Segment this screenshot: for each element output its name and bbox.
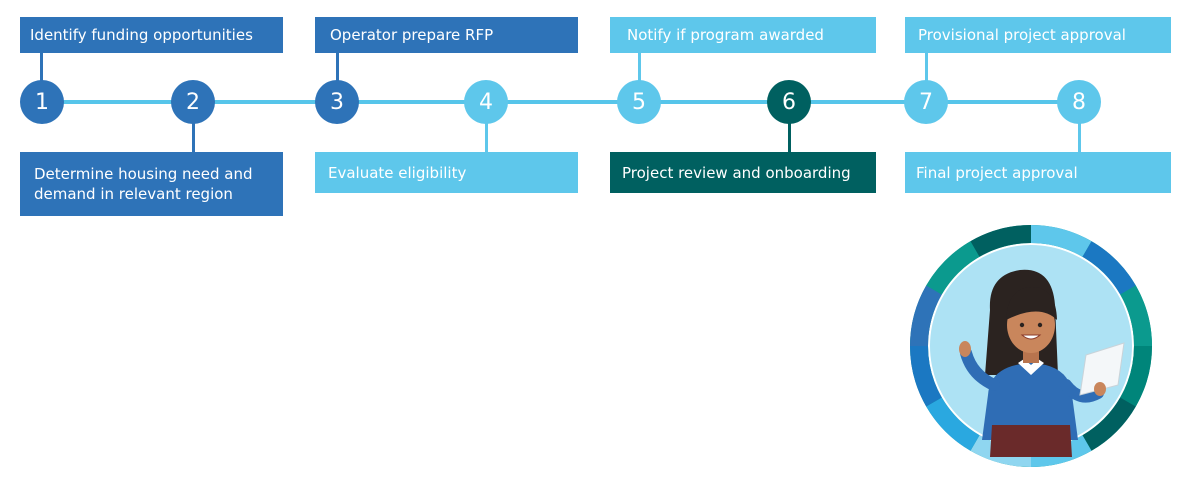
step-4-label: Evaluate eligibility [328,163,467,182]
step-2-circle: 2 [171,80,215,124]
step-3-number: 3 [330,89,344,115]
step-3-label: Operator prepare RFP [330,26,494,44]
step-7-label: Provisional project approval [918,26,1126,44]
step-1-label: Identify funding opportunities [30,26,253,44]
step-1-connector [40,53,43,83]
step-7-number: 7 [919,89,933,115]
step-3-connector [336,53,339,83]
step-1-circle: 1 [20,80,64,124]
step-7-box: Provisional project approval [905,17,1171,53]
step-5-box: Notify if program awarded [610,17,876,53]
step-8-box: Final project approval [905,152,1171,193]
step-2-box: Determine housing need and demand in rel… [20,152,283,216]
step-5-number: 5 [632,89,646,115]
step-3-circle: 3 [315,80,359,124]
step-4-connector [485,122,488,152]
step-7-connector [925,53,928,83]
timeline-line [40,100,1080,104]
step-6-connector [788,122,791,152]
step-6-circle: 6 [767,80,811,124]
step-2-label: Determine housing need and demand in rel… [34,165,253,203]
step-4-number: 4 [479,89,493,115]
step-8-connector [1078,122,1081,152]
step-5-connector [638,53,641,83]
step-4-circle: 4 [464,80,508,124]
step-6-number: 6 [782,89,796,115]
step-3-box: Operator prepare RFP [315,17,578,53]
step-7-circle: 7 [904,80,948,124]
step-5-circle: 5 [617,80,661,124]
step-6-box: Project review and onboarding [610,152,876,193]
step-2-connector [192,122,195,152]
step-6-label: Project review and onboarding [622,163,851,182]
step-1-number: 1 [35,89,49,115]
step-8-label: Final project approval [916,163,1078,182]
step-2-number: 2 [186,89,200,115]
step-5-label: Notify if program awarded [627,26,824,44]
step-4-box: Evaluate eligibility [315,152,578,193]
person-holding-document-icon [910,225,1152,467]
step-8-circle: 8 [1057,80,1101,124]
step-1-box: Identify funding opportunities [20,17,283,53]
step-8-number: 8 [1072,89,1086,115]
